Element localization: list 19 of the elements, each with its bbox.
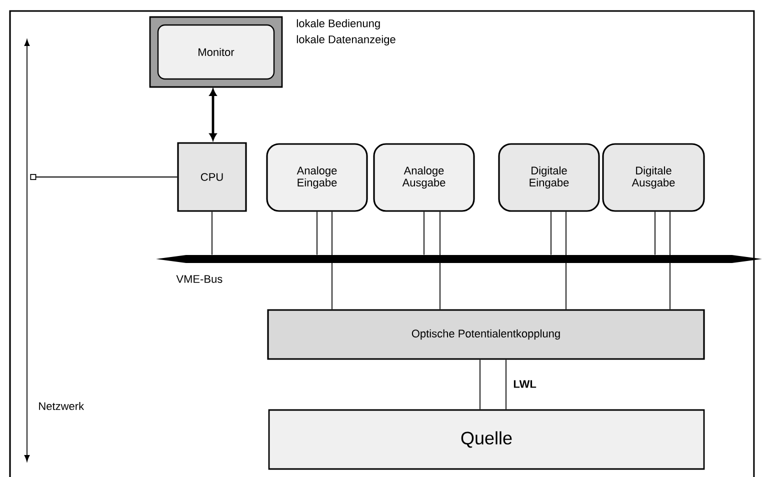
coupler-box: Optische Potentialentkopplung: [267, 309, 705, 360]
node-label: VME-Bus: [176, 275, 222, 283]
connector: [30, 174, 178, 180]
network-line: Netzwerk: [24, 39, 84, 462]
module-box: Analoge Eingabe: [266, 143, 368, 212]
node-label: lokale Datenanzeige: [296, 35, 396, 46]
bus-bar: VME-Bus: [156, 255, 762, 283]
connector: [316, 211, 318, 256]
source-box: Quelle: [268, 409, 705, 470]
node-label: lokale Bedienung: [296, 19, 380, 30]
connector: [550, 211, 552, 256]
module-box: Digitale Eingabe: [498, 143, 600, 212]
monitor-box: Monitor lokale Bedienung lokale Datenanzeige: [149, 16, 396, 88]
connector: [209, 88, 217, 140]
module-box: Digitale Ausgabe: [602, 143, 705, 212]
module-box: Analoge Ausgabe: [373, 143, 475, 212]
edge-label: LWL: [514, 380, 536, 388]
connector: [654, 211, 656, 256]
cpu-box: CPU: [177, 142, 247, 212]
